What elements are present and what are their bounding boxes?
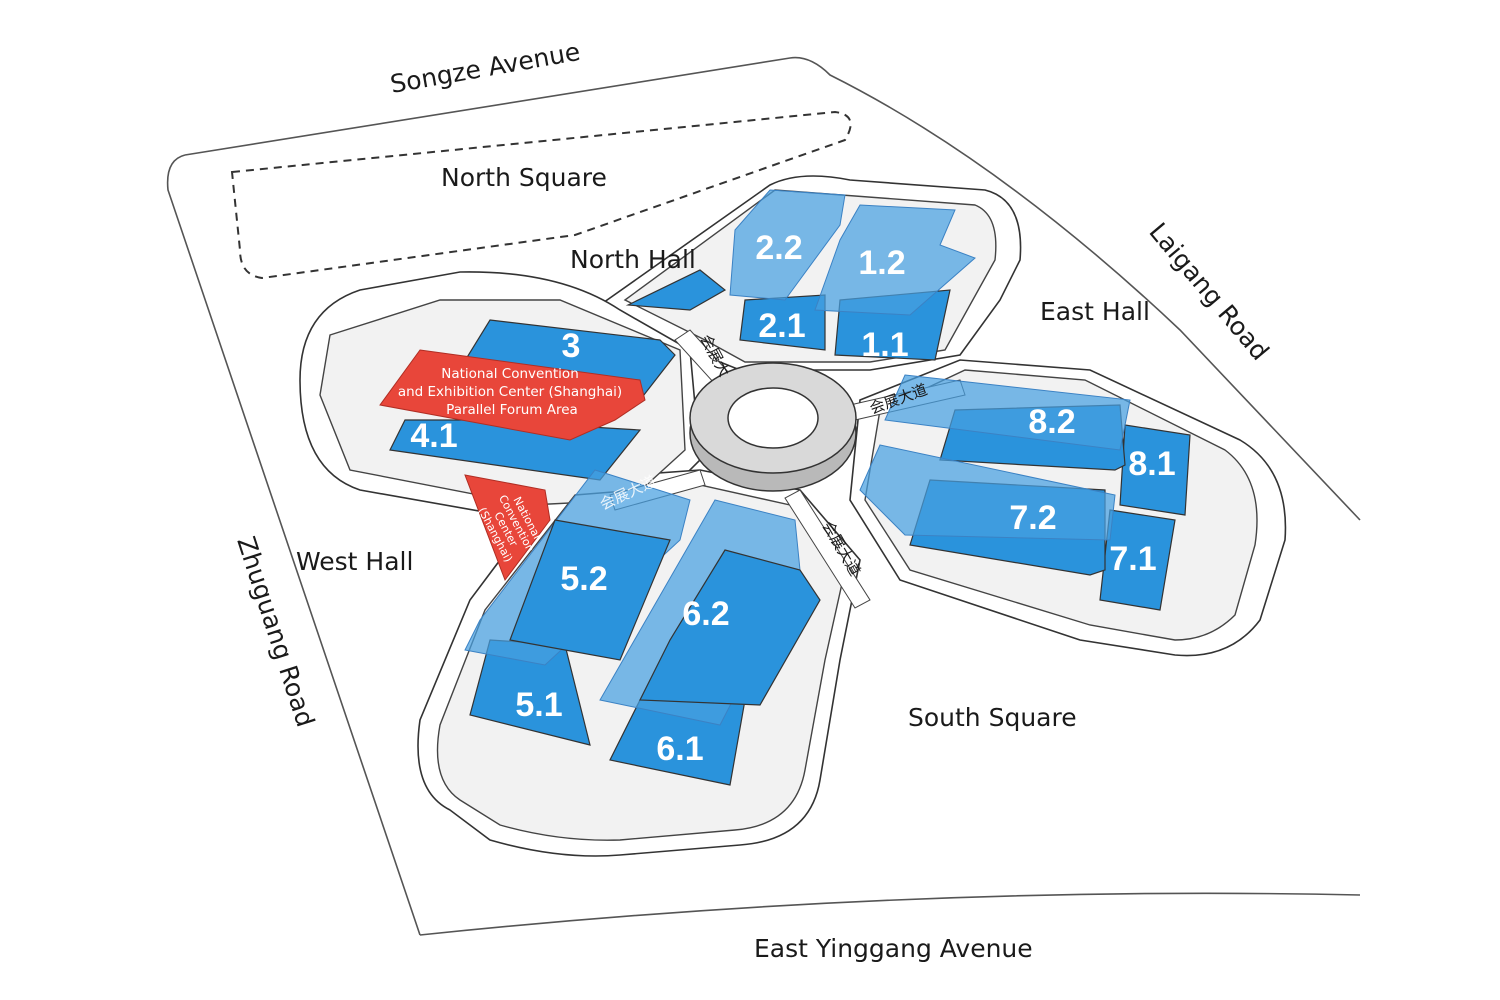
parallel-forum-area[interactable] xyxy=(379,349,646,441)
hall-label-6-2: 6.2 xyxy=(682,595,729,633)
north-hall-label: North Hall xyxy=(570,245,696,274)
hall-8-1[interactable] xyxy=(1119,424,1191,516)
north-square-label: North Square xyxy=(441,163,607,192)
hall-label-7-1: 7.1 xyxy=(1109,540,1156,578)
avenue-se xyxy=(784,489,871,609)
hall-8-upper xyxy=(884,374,1131,451)
east-hall-label: East Hall xyxy=(1040,297,1150,326)
north-hall-link xyxy=(625,269,727,311)
hall-label-1-2: 1.2 xyxy=(858,244,905,282)
road-label-east: Laigang Road xyxy=(1143,217,1274,366)
hall-1-2[interactable] xyxy=(814,204,976,316)
forum-label-line2: and Exhibition Center (Shanghai) xyxy=(398,384,622,400)
south-square-label: South Square xyxy=(908,703,1077,732)
convention-center[interactable] xyxy=(464,474,551,582)
central-plaza-hole xyxy=(727,387,819,449)
road-label-north: Songze Avenue xyxy=(388,37,582,99)
hall-2-2[interactable] xyxy=(729,189,846,301)
hall-label-1-1: 1.1 xyxy=(861,326,908,364)
west-hall-label: West Hall xyxy=(296,547,413,576)
site-boundary xyxy=(184,56,1361,521)
hall-label-8-1: 8.1 xyxy=(1128,445,1175,483)
hall-label-2-2: 2.2 xyxy=(755,229,802,267)
north-square-outline xyxy=(230,110,852,280)
hall-label-5-2: 5.2 xyxy=(560,560,607,598)
hall-2-1[interactable] xyxy=(739,294,826,351)
hall-label-3: 3 xyxy=(562,327,581,365)
hall-label-8-2: 8.2 xyxy=(1028,403,1075,441)
hall-label-4-1: 4.1 xyxy=(410,417,457,455)
forum-label-line3: Parallel Forum Area xyxy=(446,402,578,418)
hall-5-2-body xyxy=(509,519,671,661)
hall-label-7-2: 7.2 xyxy=(1009,499,1056,537)
hall-label-6-1: 6.1 xyxy=(656,730,703,768)
site-boundary-west xyxy=(166,154,421,936)
hall-6-2-body xyxy=(639,549,821,706)
forum-label-line1: National Convention xyxy=(441,366,579,382)
hall-label-5-1: 5.1 xyxy=(515,686,562,724)
hall-7-upper xyxy=(859,444,1116,541)
site-boundary-south xyxy=(419,892,1361,936)
hall-label-2-1: 2.1 xyxy=(758,307,805,345)
road-label-south: East Yinggang Avenue xyxy=(754,934,1033,963)
